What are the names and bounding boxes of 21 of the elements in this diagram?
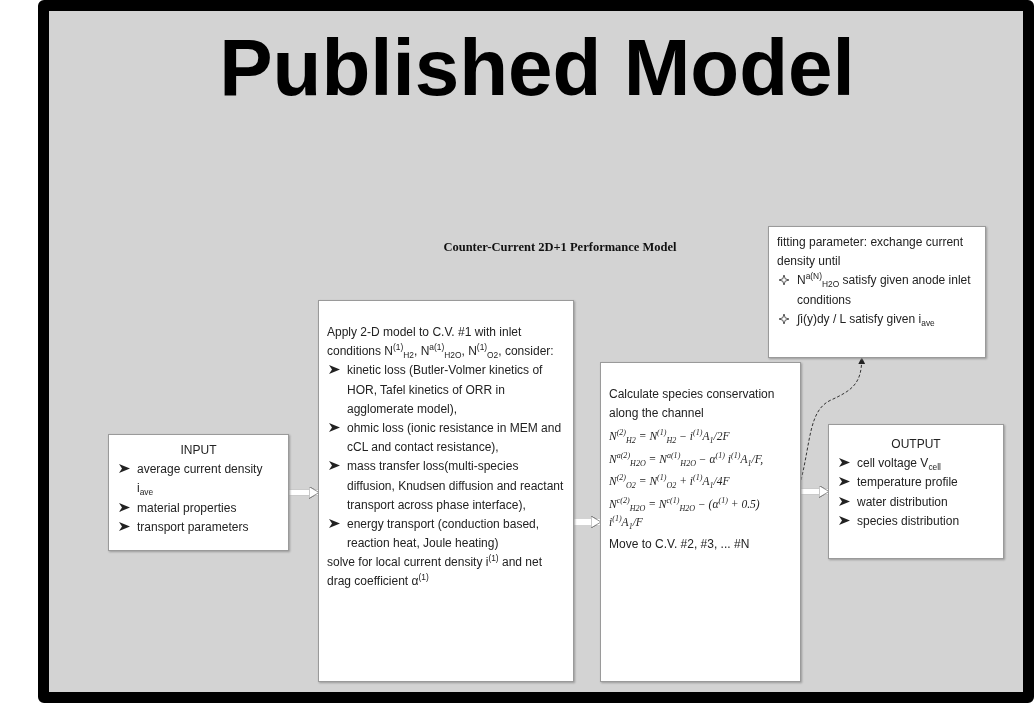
- equation: N$^{a(2)}$$_{H2O}$ = N$^{a(1)}$$_{H2O}$ − α$^{(1)}$ i$^{(1)}$A$_{1}$/F,: [609, 449, 765, 469]
- process-box: [108, 434, 289, 551]
- dashed-arrow: [800, 357, 866, 481]
- box-text: solve for local current density i$^{(1)}$ and net drag coefficient α$^{(1)}$: [327, 553, 544, 591]
- block-arrow: [574, 515, 602, 529]
- equation: N$^{(2)}$$_{H2}$ = N$^{(1)}$$_{H2}$ − i$^{(1)}$A$_{1}$/2F: [609, 427, 731, 446]
- title: Published Model: [218, 22, 856, 114]
- block-arrow: [289, 486, 320, 499]
- equation: N$^{c(2)}$$_{H2O}$ = N$^{c(1)}$$_{H2O}$ − (α$^{(1)}$ + 0.5) i$^{(1)}$A$_{1}$/F: [609, 494, 761, 532]
- box-text: Calculate species conservation along the channel: [609, 386, 776, 423]
- process-box: [768, 226, 986, 358]
- box-heading: INPUT: [179, 442, 218, 459]
- process-box: [828, 424, 1004, 559]
- subtitle: Counter-Current 2D+1 Performance Model: [442, 240, 678, 255]
- box-heading: OUTPUT: [890, 436, 942, 453]
- equation: N$^{(2)}$$_{O2}$ = N$^{(1)}$$_{O2}$ + i$^{(1)}$A$_{1}$/4F: [609, 472, 731, 491]
- box-text: Apply 2-D model to C.V. #1 with inlet conditions N$^{(1)}$$_{H2}$, N$^{a(1)}$$_{H2O}$, N$^{(1)}$$_{O2}$, consider:: [327, 324, 555, 362]
- process-box: [318, 300, 574, 682]
- block-arrow: [801, 485, 830, 498]
- process-box: [600, 362, 801, 682]
- box-text: Move to C.V. #2, #3, ... #N: [609, 536, 751, 554]
